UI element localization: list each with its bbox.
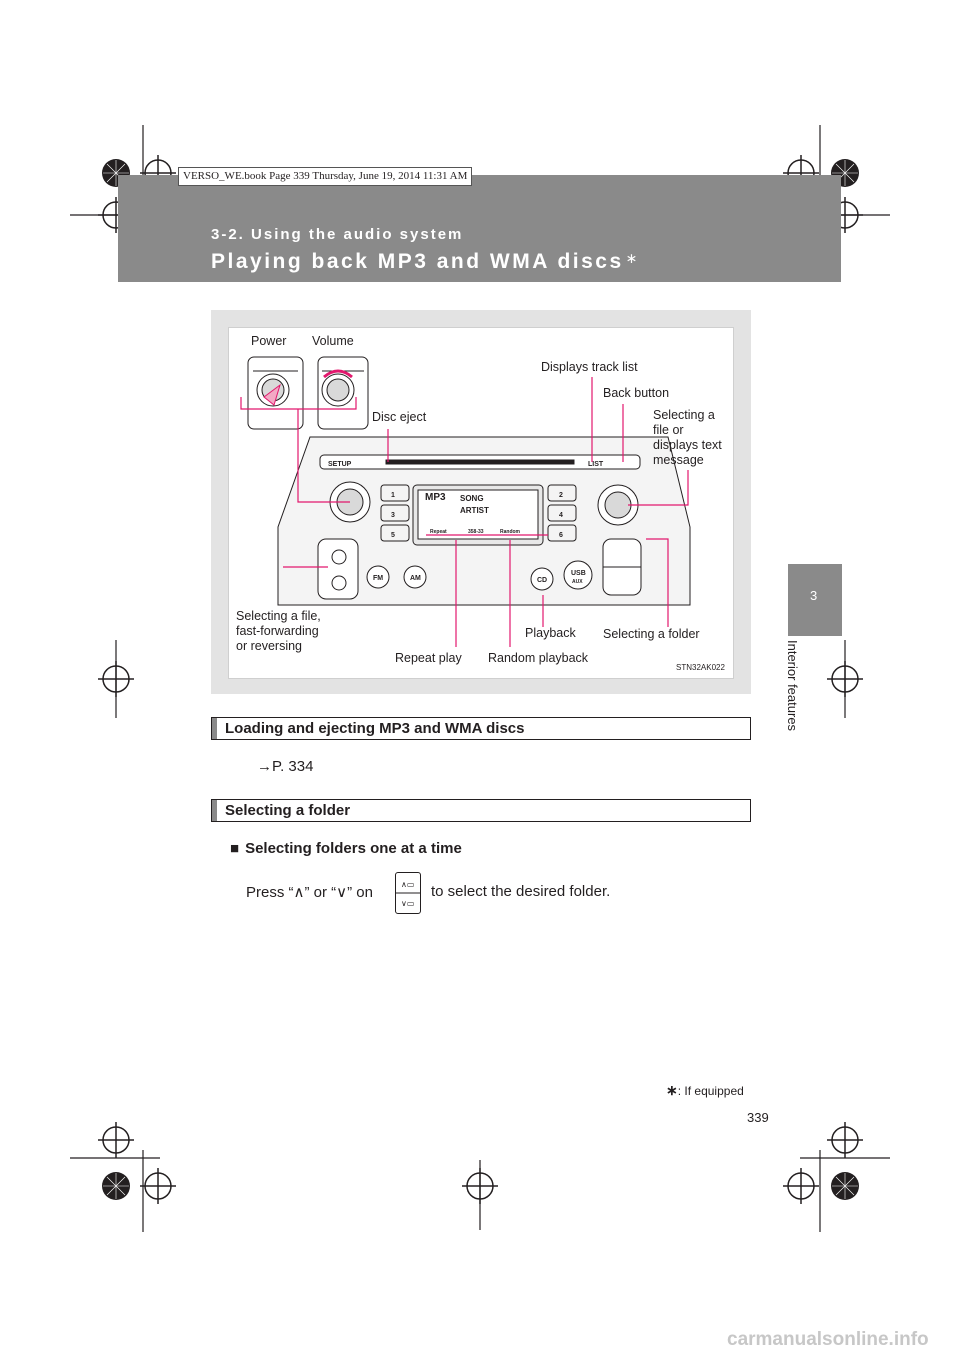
unit-usb-label: USB: [571, 570, 586, 577]
preset-3: 3: [391, 512, 395, 519]
callout-line: Selecting a file,: [236, 609, 321, 623]
unit-cd-label: CD: [537, 577, 547, 584]
section-heading: 3-2. Using the audio system: [211, 226, 464, 243]
loading-heading-bar: Loading and ejecting MP3 and WMA discs: [211, 717, 751, 740]
callout-displays-track-list: Displays track list: [541, 360, 638, 374]
callout-power: Power: [251, 334, 287, 348]
title-equipped-mark: ∗: [625, 250, 640, 266]
preset-1: 1: [391, 492, 395, 499]
page-title-text: Playing back MP3 and WMA discs: [211, 250, 624, 273]
chapter-number: 3: [810, 588, 818, 603]
callout-disc-eject: Disc eject: [372, 410, 427, 424]
audio-unit-drawing: SETUP LIST FM AM CD USB AUX 1 3 5 2 4 6 …: [240, 356, 691, 647]
book-info-stamp: VERSO_WE.book Page 339 Thursday, June 19…: [178, 167, 473, 186]
unit-fm-label: FM: [373, 575, 383, 582]
callout-volume: Volume: [312, 334, 354, 348]
loading-heading: Loading and ejecting MP3 and WMA discs: [225, 720, 525, 737]
illustration-code: STN32AK022: [676, 663, 725, 672]
folder-heading-bar: Selecting a folder: [211, 799, 751, 822]
volume-knob-inset: [317, 356, 369, 430]
chapter-name: Interior features: [785, 640, 800, 732]
display-random: Random: [500, 529, 521, 535]
callout-line: message: [653, 453, 704, 467]
callout-line: or reversing: [236, 639, 302, 653]
chapter-name-wrap: Interior features: [785, 640, 809, 750]
display-mp3: MP3: [425, 492, 446, 503]
heading-accent: [212, 718, 217, 739]
footnote-text: : If equipped: [677, 1084, 744, 1098]
callout-selecting-folder: Selecting a folder: [603, 627, 700, 641]
chapter-tab: [788, 564, 842, 636]
unit-setup-label: SETUP: [328, 461, 352, 468]
preset-6: 6: [559, 532, 563, 539]
page-number: 339: [747, 1110, 769, 1125]
unit-am-label: AM: [410, 575, 421, 582]
display-repeat: Repeat: [430, 529, 447, 535]
folders-subheading-row: ■ Selecting folders one at a time: [230, 840, 462, 857]
callout-random-playback: Random playback: [488, 651, 589, 665]
unit-labels: SETUP LIST FM AM CD USB AUX 1 3 5 2 4 6 …: [328, 461, 604, 585]
callout-back-button: Back button: [603, 386, 670, 400]
display-time: 358-33: [468, 529, 484, 535]
callout-repeat-play: Repeat play: [395, 651, 462, 665]
display-song: SONG: [460, 494, 484, 503]
unit-aux-label: AUX: [572, 579, 583, 585]
footnote-mark: ∗: [666, 1082, 678, 1098]
folder-heading: Selecting a folder: [225, 802, 351, 819]
loading-page-ref[interactable]: →P. 334: [257, 758, 314, 775]
callout-line: fast-forwarding: [236, 624, 319, 638]
callout-playback: Playback: [525, 626, 576, 640]
svg-text:∨▭: ∨▭: [401, 899, 414, 908]
unit-list-label: LIST: [588, 461, 604, 468]
header-band: [118, 175, 841, 282]
callout-selecting-file-text: Selecting a file or displays text messag…: [653, 408, 722, 468]
display-artist: ARTIST: [460, 506, 489, 515]
volume-rotate-arrow: [323, 369, 353, 379]
press-suffix: to select the desired folder.: [431, 883, 611, 900]
folder-up-down-icon: ∧▭ ∨▭: [396, 880, 420, 908]
callout-leaders: [240, 377, 689, 647]
footnote: ∗: If equipped: [666, 1082, 744, 1099]
preset-2: 2: [559, 492, 563, 499]
press-prefix: Press “∧” or “∨” on: [246, 884, 373, 901]
callout-line: file or: [653, 423, 684, 437]
bullet-square: ■: [230, 840, 240, 857]
power-press-arrow: [263, 383, 281, 406]
folder-switch-icon: ∧▭ ∨▭: [395, 872, 421, 914]
preset-5: 5: [391, 532, 395, 539]
head-unit: [277, 436, 691, 606]
svg-text:∧▭: ∧▭: [401, 880, 414, 889]
page-title: Playing back MP3 and WMA discs∗: [211, 250, 640, 274]
folders-subheading: Selecting folders one at a time: [245, 840, 462, 857]
callout-line: Selecting a: [653, 408, 715, 422]
heading-accent: [212, 800, 217, 821]
callout-selecting-file-ff: Selecting a file, fast-forwarding or rev…: [236, 609, 321, 654]
preset-4: 4: [559, 512, 563, 519]
callout-line: displays text: [653, 438, 722, 452]
watermark: carmanualsonline.info: [727, 1329, 929, 1350]
